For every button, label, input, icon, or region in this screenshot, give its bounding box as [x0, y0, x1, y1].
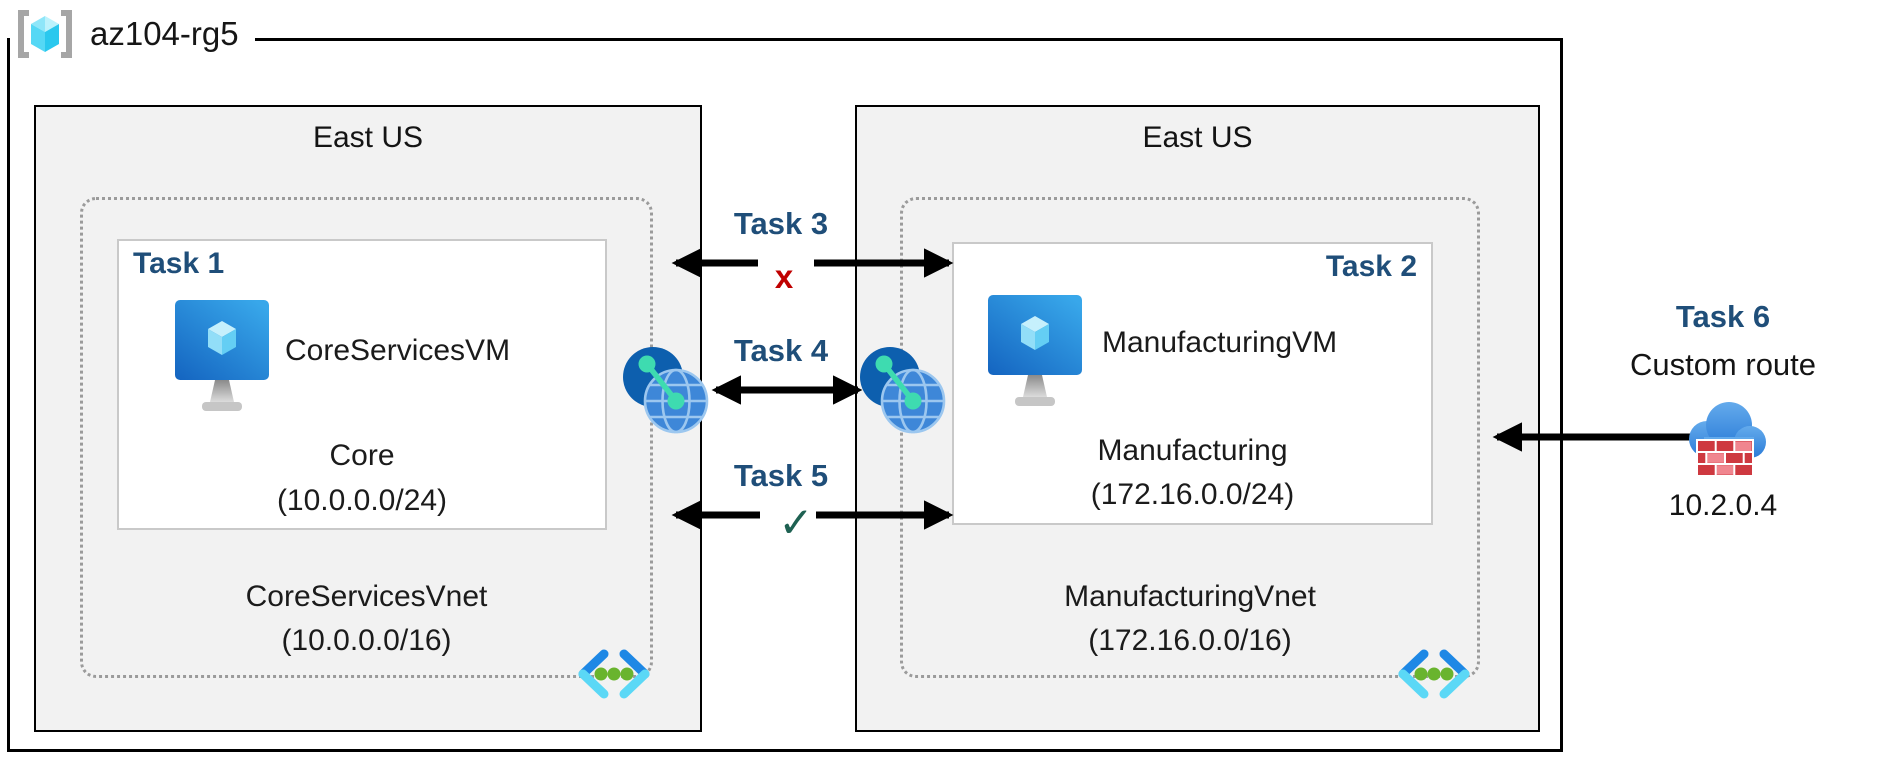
- vnet-coreservices-name: CoreServicesVnet: [245, 580, 488, 613]
- resource-group-icon: [18, 10, 72, 58]
- custom-route-ip: 10.2.0.4: [1668, 489, 1778, 522]
- brick-wall: [1696, 439, 1754, 477]
- task1-label: Task 1: [133, 247, 225, 280]
- subnet-manufacturing-name: Manufacturing: [1097, 434, 1288, 467]
- region-left-title: East US: [312, 121, 424, 154]
- vm-icon-manufacturing: [988, 295, 1082, 406]
- subnet-manufacturing-cidr: (172.16.0.0/24): [1090, 478, 1295, 511]
- vnet-manufacturing-name: ManufacturingVnet: [1064, 580, 1316, 613]
- vnet-manufacturing-cidr: (172.16.0.0/16): [1088, 624, 1292, 657]
- resource-group-name: az104-rg5: [90, 15, 239, 52]
- subnet-core: Task 1 CoreServicesVM Core (10.0.0.0/24): [117, 239, 607, 530]
- task2-label: Task 2: [1325, 250, 1417, 283]
- vnet-coreservices: Task 1 CoreServicesVM Core (10.0.0.0/24)…: [80, 197, 653, 699]
- region-left: East US Task 1 CoreServicesVM Core (10.0…: [34, 105, 702, 732]
- task6-subtitle: Custom route: [1629, 347, 1817, 382]
- subnet-core-cidr: (10.0.0.0/24): [276, 484, 448, 517]
- subnet-manufacturing: Task 2 ManufacturingVM Manufacturing (17…: [952, 242, 1433, 525]
- vnet-coreservices-cidr: (10.0.0.0/16): [281, 624, 452, 657]
- task3-title: Task 3: [733, 206, 829, 241]
- vm-name-manufacturing: ManufacturingVM: [1102, 326, 1338, 359]
- resource-group-label: az104-rg5: [10, 4, 255, 64]
- resource-group-border: [7, 38, 1563, 752]
- vm-name-coreservices: CoreServicesVM: [285, 334, 511, 367]
- vm-icon-coreservices: [175, 300, 269, 411]
- task6-title: Task 6: [1675, 299, 1771, 334]
- task5-title: Task 5: [733, 458, 829, 493]
- task5-allowed-marker: ✓: [778, 499, 814, 546]
- task4-title: Task 4: [733, 333, 829, 368]
- vnet-icon-left: [578, 649, 650, 699]
- vnet-icon-right: [1398, 649, 1470, 699]
- region-right-title: East US: [1142, 121, 1253, 154]
- region-right: East US Task 2 ManufacturingVM Manufactu…: [855, 105, 1540, 732]
- task3-blocked-marker: x: [774, 258, 794, 295]
- peering-globe-icon-right: [860, 347, 946, 434]
- cloud-firewall-icon: [1689, 402, 1766, 477]
- vnet-manufacturing: Task 2 ManufacturingVM Manufacturing (17…: [900, 197, 1480, 699]
- peering-globe-icon-left: [623, 347, 709, 434]
- subnet-core-name: Core: [329, 439, 395, 472]
